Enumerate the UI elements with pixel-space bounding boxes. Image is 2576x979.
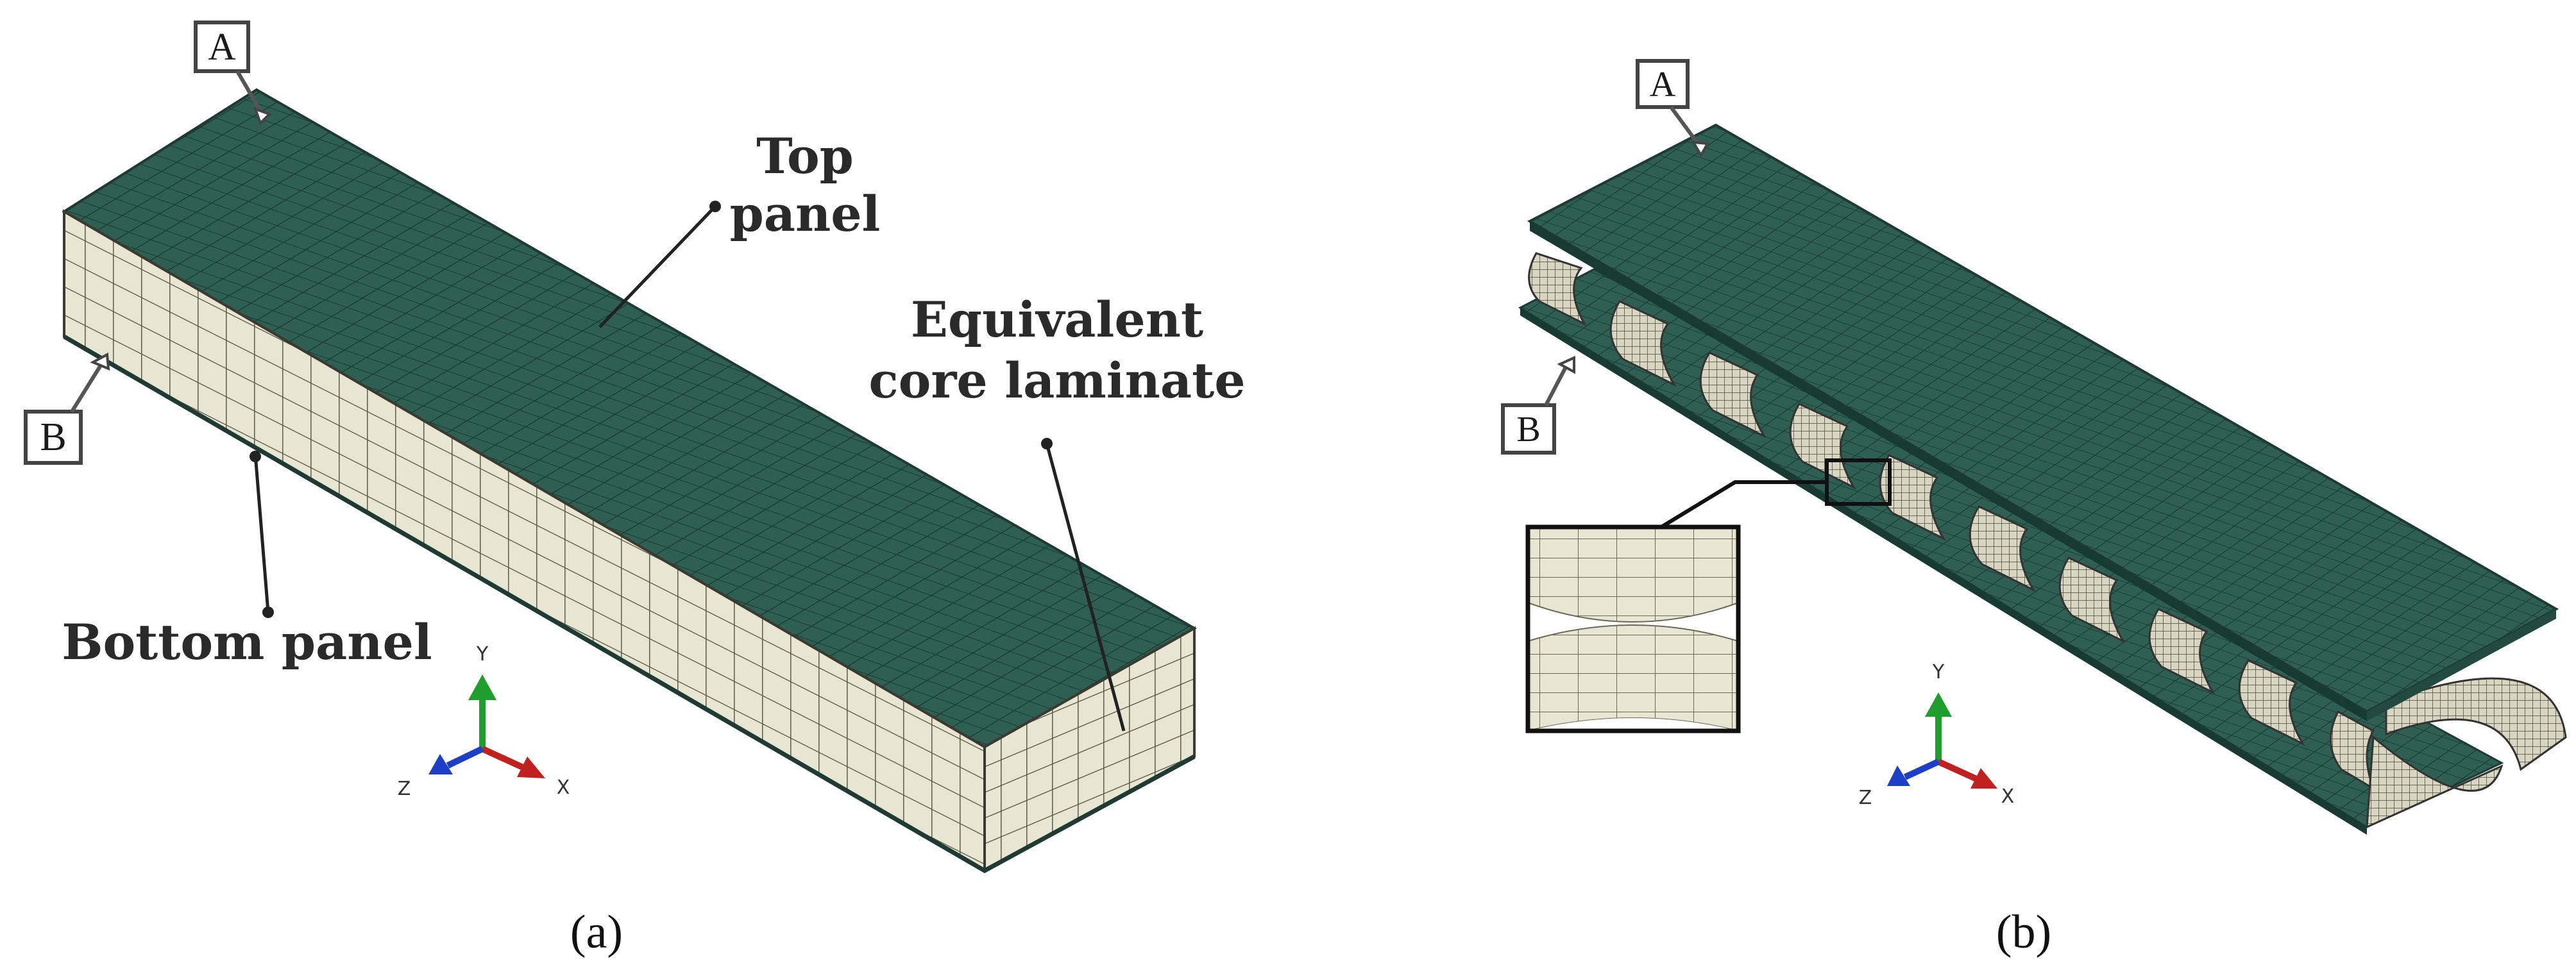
panel-b-axis-x: X [2001, 785, 2015, 808]
panel-b-detail-inset [1525, 524, 1741, 733]
panel-a-bottom-panel-edge [63, 334, 1196, 874]
panel-a-caption: (a) [570, 906, 623, 958]
panel-b-caption: (b) [1996, 906, 2051, 958]
panel-b-axis-z: Z [1859, 787, 1872, 809]
panel-a: A B Top panel Equivalent core laminate B… [24, 21, 1246, 958]
panel-b-point-a-label: A [1650, 65, 1676, 105]
panel-a-axis-x: X [557, 776, 570, 799]
panel-b-corrugated-core [1528, 252, 2567, 829]
panel-b-point-b-tag: B [1501, 355, 1575, 455]
panel-a-point-a-label: A [208, 26, 235, 68]
panel-a-axis-y: Y [476, 643, 489, 665]
panel-a-point-b-label: B [40, 415, 66, 459]
panel-a-bottom-label: Bottom panel [62, 614, 432, 671]
panel-a-core-leader [1045, 443, 1126, 732]
panel-b-axis-y: Y [1932, 661, 1945, 683]
panel-b-point-a-tag: A [1636, 59, 1710, 158]
panel-a-top-label-line1: Top [756, 128, 854, 185]
panel-a-core-label-line1: Equivalent [911, 291, 1203, 348]
panel-a-axis-triad: Y X Z [398, 643, 570, 800]
panel-a-axis-z: Z [398, 778, 411, 800]
panel-a-top-leader [598, 205, 716, 328]
panel-a-bottom-leader [253, 453, 270, 613]
panel-b-axis-triad: Y X Z [1859, 661, 2015, 809]
panel-a-top-label-line2: panel [730, 185, 881, 242]
panel-a-point-b-tag: B [24, 352, 110, 465]
panel-a-point-a-tag: A [194, 21, 272, 126]
panel-b-detail-leader [1660, 480, 1827, 529]
panel-b-point-b-label: B [1516, 410, 1540, 449]
panel-a-core-label-line2: core laminate [869, 352, 1245, 409]
panel-b: A B [1501, 59, 2567, 958]
